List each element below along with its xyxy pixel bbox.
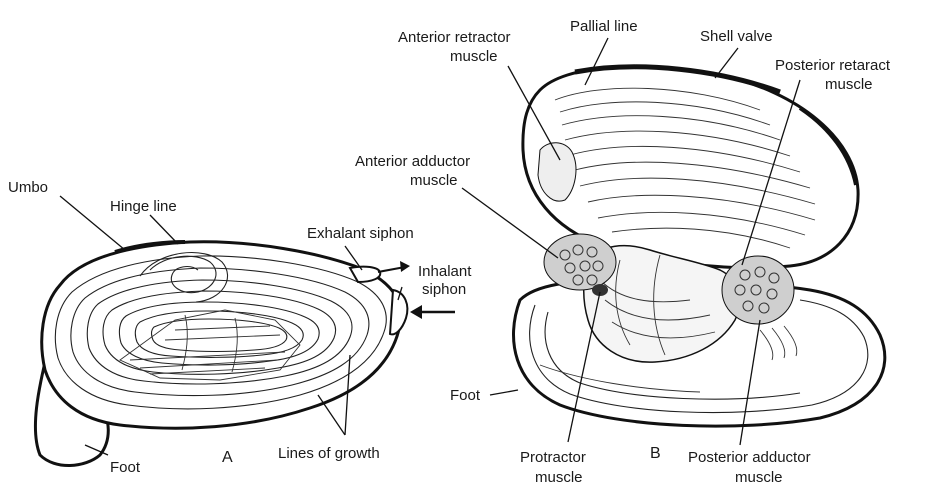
label-anterior-retractor-1: Anterior retractor [398, 29, 511, 46]
figure-b-posterior-adductor [722, 256, 794, 324]
label-posterior-adductor-1: Posterior adductor [688, 449, 811, 466]
label-exhalant-siphon: Exhalant siphon [307, 225, 414, 242]
inhalant-arrowhead [410, 305, 422, 319]
figure-b-anterior-adductor [544, 234, 616, 290]
label-pallial-line: Pallial line [570, 18, 638, 35]
label-protractor-2: muscle [535, 469, 583, 486]
label-inhalant-siphon-1: Inhalant [418, 263, 472, 280]
label-shell-valve: Shell valve [700, 28, 773, 45]
figure-a-shell [35, 242, 407, 466]
label-posterior-retractor-1: Posterior retaract [775, 57, 891, 74]
label-inhalant-siphon-2: siphon [422, 281, 466, 298]
label-protractor-1: Protractor [520, 449, 586, 466]
label-anterior-adductor-1: Anterior adductor [355, 153, 470, 170]
figure-b-shell [513, 67, 884, 427]
panel-label-b: B [650, 445, 661, 462]
label-posterior-retractor-2: muscle [825, 76, 873, 93]
label-umbo: Umbo [8, 179, 48, 196]
label-anterior-adductor-2: muscle [410, 172, 458, 189]
label-foot-b: Foot [450, 387, 481, 404]
panel-label-a: A [222, 449, 233, 466]
label-lines-of-growth: Lines of growth [278, 445, 380, 462]
label-anterior-retractor-2: muscle [450, 48, 498, 65]
label-foot-a: Foot [110, 459, 141, 476]
label-posterior-adductor-2: muscle [735, 469, 783, 486]
exhalant-arrowhead [400, 261, 410, 272]
label-hinge-line: Hinge line [110, 198, 177, 215]
